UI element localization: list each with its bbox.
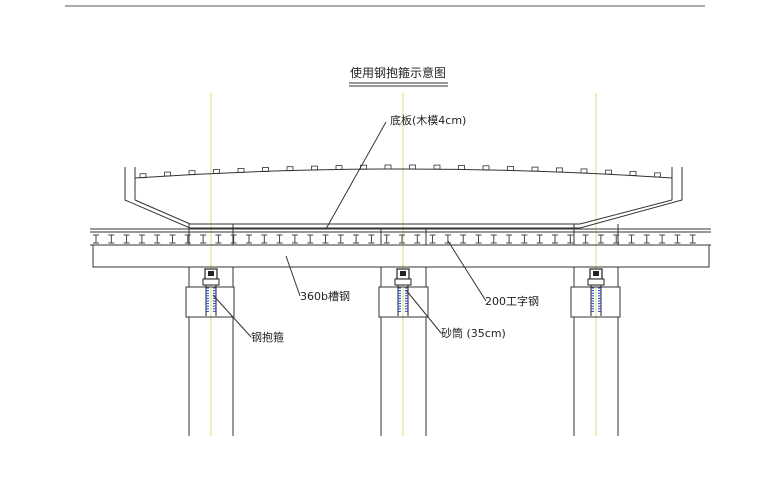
piers [185,224,621,436]
i-beam-section [276,234,283,244]
leader-lines [212,121,487,338]
steel-hoops [202,268,605,316]
deck-bump [433,164,441,170]
i-beam-section [291,234,298,244]
deck-bump [237,167,245,173]
i-beam-section [337,234,344,244]
label-channel-steel: 360b槽钢 [300,290,350,303]
girder-inner-bottom [134,199,673,225]
i-beam-row [93,234,696,244]
deck-bump [531,166,539,172]
deck-bump [311,165,318,171]
i-beam-section [307,234,314,244]
deck-bump [580,168,588,174]
sand-cylinder-right [587,268,605,316]
i-beam-section [230,234,237,244]
i-beam-section [490,234,497,244]
i-beam-section [597,234,604,244]
deck-bump [507,165,514,171]
i-beam-section [368,234,375,244]
deck-bump [213,169,220,174]
label-bottom-board: 底板(木模4cm) [390,113,466,127]
i-beam-section [261,234,268,244]
deck-bump [605,169,612,175]
deck-bumps [139,164,661,179]
deck-bump [164,171,171,177]
leader-i-beam [447,240,487,302]
i-beam-section [521,234,528,244]
deck-bump [286,166,294,172]
i-beam-section [184,234,191,244]
i-beam-section [138,234,145,244]
deck-bump [556,167,563,173]
i-beam-section [643,234,650,244]
leader-bottom-board [325,121,387,230]
bottom-board [90,228,711,233]
deck-bump [409,164,416,170]
deck-bump [629,170,637,176]
leader-steel-hoop [212,294,252,338]
i-beam-section [399,234,405,244]
box-girder [124,167,683,229]
i-beam-section [460,234,467,244]
i-beam-section [506,234,513,244]
deck-bump [384,164,392,170]
i-beam-section [582,234,589,244]
deck-bump [188,170,196,176]
channel-steel-beam [92,244,710,268]
i-beam-section [322,234,329,244]
deck-bump [482,165,490,171]
i-beam-section [552,234,558,244]
sand-cylinder-middle [394,268,412,316]
i-beam-section [659,234,666,244]
i-beam-section [154,234,161,244]
deck-bump [654,172,661,178]
i-beam-section [444,234,451,244]
pier-left [185,224,235,436]
deck-bump [458,164,465,170]
leader-channel-steel [285,255,301,297]
i-beam-section [123,234,130,244]
i-beam-section [246,234,252,244]
sand-cylinder-left [202,268,220,316]
pier-right [570,224,621,436]
i-beam-section [689,234,696,244]
i-beam-section [429,234,436,244]
i-beam-section [200,234,207,244]
girder-outline [124,167,683,229]
label-steel-hoop: 钢抱箍 [251,330,284,344]
i-beam-section [169,234,176,244]
deck-bump [262,167,269,172]
diagram-title: 使用钢抱箍示意图 [350,65,446,80]
i-beam-section [108,234,115,244]
i-beam-section [567,234,574,244]
leader-sand-cylinder [405,289,442,334]
i-beam-section [536,234,543,244]
pier-middle [378,228,429,436]
deck-bump [335,165,343,171]
pier-centerlines [210,93,597,436]
i-beam-section [353,234,360,244]
i-beam-section [215,234,222,244]
girder-deck-curve [134,168,673,179]
i-beam-section [628,234,635,244]
i-beam-section [383,234,390,244]
i-beam-section [414,234,421,244]
label-i-beam: 200工字钢 [485,294,539,308]
i-beam-section [93,234,99,244]
label-sand-cylinder: 砂筒 (35cm) [441,326,506,340]
i-beam-section [475,234,482,244]
deck-bump [139,173,147,179]
i-beam-section [674,234,681,244]
